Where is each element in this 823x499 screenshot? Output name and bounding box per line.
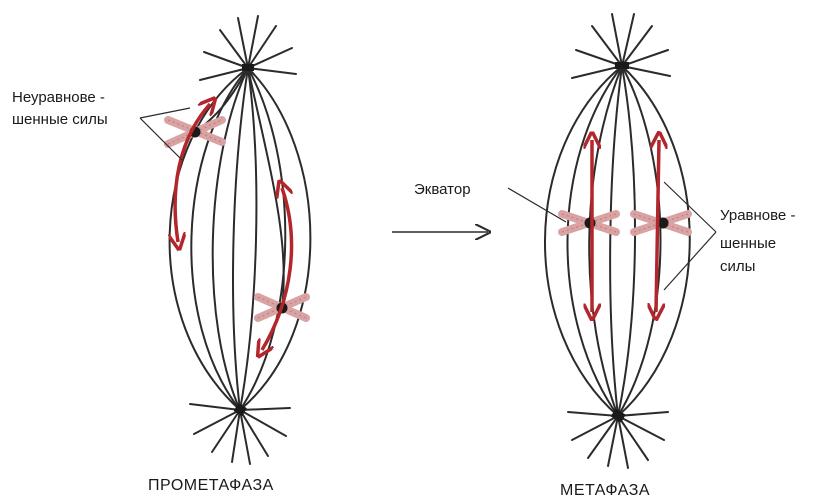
metaphase-title: МЕТАФАЗА	[560, 482, 650, 499]
unbalanced-forces-label: Неуравнове - шенные силы	[12, 89, 190, 160]
balanced-forces-label: Уравнове - шенные силы	[664, 182, 795, 290]
balanced-forces-line2: шенные	[720, 235, 776, 252]
centrosome-icon	[615, 62, 629, 69]
balanced-forces-line1: Уравнове -	[720, 207, 795, 224]
unbalanced-forces-line1: Неуравнове -	[12, 89, 105, 106]
equator-label: Экватор	[414, 181, 566, 222]
prometaphase-spindle	[170, 16, 311, 464]
metaphase-spindle	[545, 14, 690, 468]
equator-leader	[508, 188, 566, 222]
equator-text: Экватор	[414, 181, 471, 198]
prometaphase-title: ПРОМЕТАФАЗА	[148, 477, 274, 494]
balanced-forces-line3: силы	[720, 258, 755, 275]
centrosome-icon	[242, 64, 254, 71]
unbalanced-forces-line2: шенные силы	[12, 111, 108, 128]
force-arrow-icon	[262, 188, 292, 350]
